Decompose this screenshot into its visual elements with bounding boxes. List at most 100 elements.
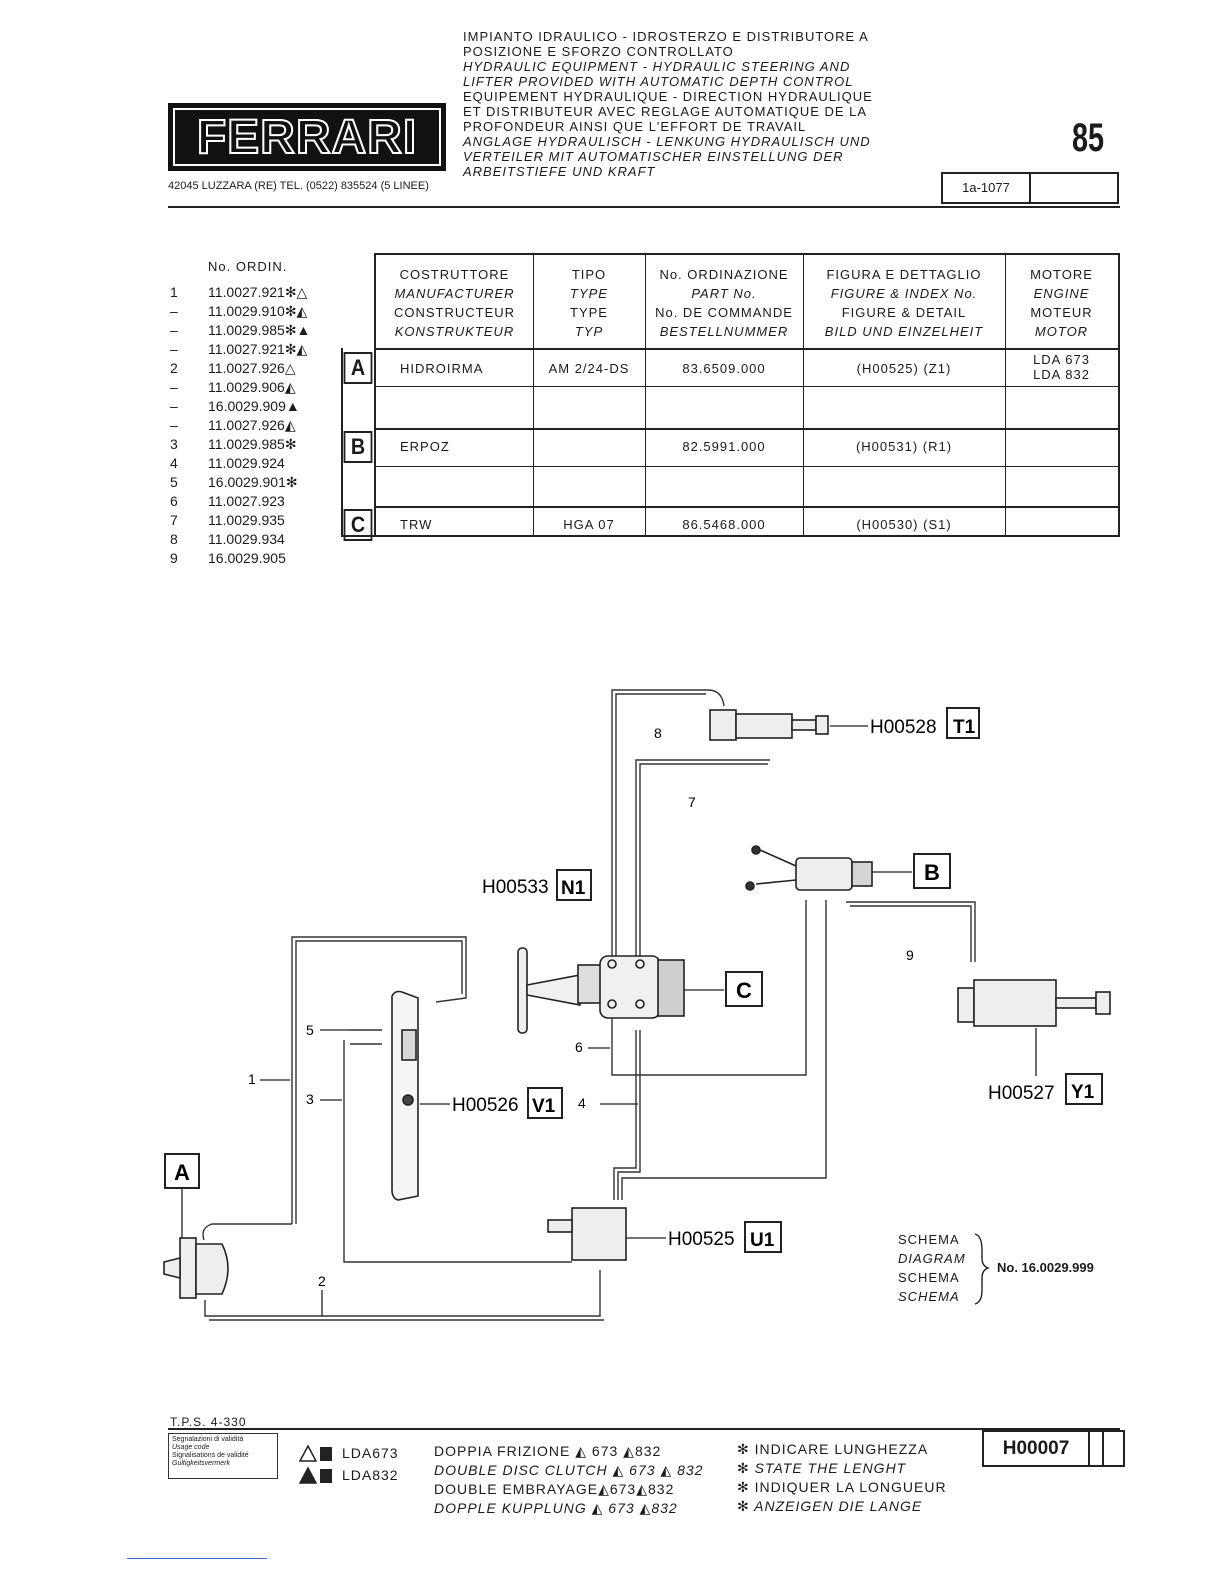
item-mark: ✻◭ bbox=[284, 303, 308, 319]
row-label-c: C bbox=[343, 509, 373, 541]
pipe-number-1: 1 bbox=[248, 1071, 256, 1087]
pipe-number-5: 5 bbox=[306, 1022, 314, 1038]
item-mark: ✻▲ bbox=[284, 322, 311, 338]
header-text: ENGINE bbox=[1033, 286, 1090, 301]
row-divider bbox=[376, 506, 1118, 508]
ref-code-v1: H00526 bbox=[452, 1095, 519, 1116]
engine-legend: LDA673 LDA832 bbox=[298, 1442, 399, 1486]
component-label-a: A bbox=[174, 1160, 190, 1185]
order-list-heading: No. ORDIN. bbox=[208, 259, 288, 274]
clutch-text: DOPPIA FRIZIONE bbox=[434, 1443, 571, 1459]
length-line: ✻ INDIQUER LA LONGUEUR bbox=[737, 1478, 947, 1497]
item-code: 11.0029.985 bbox=[208, 436, 285, 452]
clutch-text: DOPPLE KUPPLUNG bbox=[434, 1500, 587, 1516]
row-label-b: B bbox=[343, 431, 373, 463]
item-code: 11.0029.924 bbox=[208, 455, 285, 471]
cell-type: HGA 07 bbox=[563, 517, 615, 532]
end-code-box: H00007 bbox=[982, 1430, 1125, 1467]
clutch-a: 673 bbox=[629, 1462, 656, 1478]
oil-tank bbox=[391, 990, 419, 1201]
pipe-number-2: 2 bbox=[318, 1273, 326, 1289]
schema-brace bbox=[974, 1233, 991, 1305]
pipe-number-6: 6 bbox=[575, 1039, 583, 1055]
list-item: –11.0029.906◭ bbox=[170, 378, 310, 397]
valve-u1 bbox=[547, 1207, 627, 1261]
validity-line: Gultigkeitsvermerk bbox=[172, 1460, 230, 1467]
item-index: 4 bbox=[170, 455, 178, 471]
list-item: 4 11.0029.924 bbox=[170, 454, 310, 473]
row-divider bbox=[376, 386, 1118, 387]
ref-tag-n1: N1 bbox=[561, 878, 586, 899]
item-code: 11.0027.926 bbox=[208, 360, 285, 376]
item-mark: ◭ bbox=[284, 379, 296, 395]
ref-code-y1: H00527 bbox=[988, 1083, 1055, 1104]
pipe-2 bbox=[204, 1270, 601, 1317]
item-index: – bbox=[170, 303, 178, 319]
item-mark: ▲ bbox=[285, 398, 300, 414]
item-code: 16.0029.901 bbox=[208, 474, 286, 490]
logo-text: FERRARI bbox=[196, 110, 418, 165]
item-mark: ✻△ bbox=[284, 284, 308, 300]
item-mark: ✻ bbox=[284, 436, 297, 452]
component-box-b bbox=[913, 853, 951, 889]
legend-text: LDA673 bbox=[342, 1445, 399, 1461]
length-text: INDIQUER LA LONGUEUR bbox=[754, 1479, 947, 1495]
pipe-number-4: 4 bbox=[578, 1095, 586, 1111]
header-text: BESTELLNUMMER bbox=[659, 324, 789, 339]
list-item: –11.0027.926◭ bbox=[170, 416, 310, 435]
cell-manufacturer: HIDROIRMA bbox=[400, 361, 484, 376]
list-item: –11.0029.985✻▲ bbox=[170, 321, 310, 340]
item-index: 1 bbox=[170, 284, 178, 300]
half-triangle-icon: ◭ bbox=[639, 1500, 652, 1516]
title-line: VERTEILER MIT AUTOMATISCHER EINSTELLUNG … bbox=[463, 149, 844, 164]
title-line: ET DISTRIBUTEUR AVEC REGLAGE AUTOMATIQUE… bbox=[463, 104, 868, 119]
pipe-number-3: 3 bbox=[306, 1091, 314, 1107]
header-text: MOTORE bbox=[1030, 267, 1093, 282]
header-divider bbox=[168, 206, 1120, 208]
validity-line: Usage code bbox=[172, 1444, 210, 1451]
ref-tag-box bbox=[946, 707, 980, 739]
clutch-text: DOUBLE EMBRAYAGE bbox=[434, 1481, 599, 1497]
box-divider bbox=[1102, 1432, 1104, 1465]
cell-part: 83.6509.000 bbox=[682, 361, 766, 376]
ref-code-u1: H00525 bbox=[668, 1229, 735, 1250]
cell-figure: (H00530) (S1) bbox=[856, 517, 952, 532]
title-line: ARBEITSTIEFE UND KRAFT bbox=[463, 164, 656, 179]
legend-row: LDA673 bbox=[298, 1442, 399, 1464]
ref-tag-y1: Y1 bbox=[1071, 1082, 1095, 1103]
header-type: TIPO TYPE TYPE TYP bbox=[533, 265, 645, 341]
header-text: FIGURE & INDEX No. bbox=[830, 286, 978, 301]
ref-tag-box bbox=[556, 869, 592, 901]
schema-line: SCHEMA bbox=[898, 1289, 960, 1304]
pipe-number-7: 7 bbox=[688, 794, 696, 810]
column-divider bbox=[645, 255, 646, 535]
component-box-a bbox=[164, 1153, 200, 1189]
clutch-line: DOPPIA FRIZIONE ◭ 673 ◭832 bbox=[434, 1442, 703, 1461]
column-divider bbox=[1005, 255, 1006, 535]
legend-row: LDA832 bbox=[298, 1464, 399, 1486]
pipe-9 bbox=[846, 901, 976, 962]
schema-number: No. 16.0029.999 bbox=[997, 1260, 1094, 1275]
ref-tag-u1: U1 bbox=[750, 1230, 775, 1251]
component-label-b: B bbox=[924, 860, 940, 885]
header-row-divider bbox=[376, 348, 1118, 350]
pipe-8 bbox=[611, 689, 725, 958]
title-line: POSIZIONE E SFORZO CONTROLLATO bbox=[463, 44, 734, 59]
schema-line: DIAGRAM bbox=[898, 1251, 966, 1266]
half-triangle-icon: ◭ bbox=[612, 1462, 625, 1478]
length-line: ✻ ANZEIGEN DIE LANGE bbox=[737, 1497, 947, 1516]
end-code: H00007 bbox=[984, 1432, 1090, 1465]
engine-832-icon bbox=[298, 1466, 332, 1484]
clutch-text: DOUBLE DISC CLUTCH bbox=[434, 1462, 608, 1478]
item-mark: ◭ bbox=[284, 417, 296, 433]
engine-673-icon bbox=[298, 1444, 332, 1462]
item-index: 5 bbox=[170, 474, 178, 490]
clutch-b: 832 bbox=[651, 1500, 678, 1516]
address: 42045 LUZZARA (RE) TEL. (0522) 835524 (5… bbox=[168, 180, 429, 192]
ref-code-n1: H00533 bbox=[482, 877, 549, 898]
pipe-7 bbox=[635, 759, 770, 958]
list-item: –16.0029.909▲ bbox=[170, 397, 310, 416]
component-box-c bbox=[725, 971, 763, 1007]
